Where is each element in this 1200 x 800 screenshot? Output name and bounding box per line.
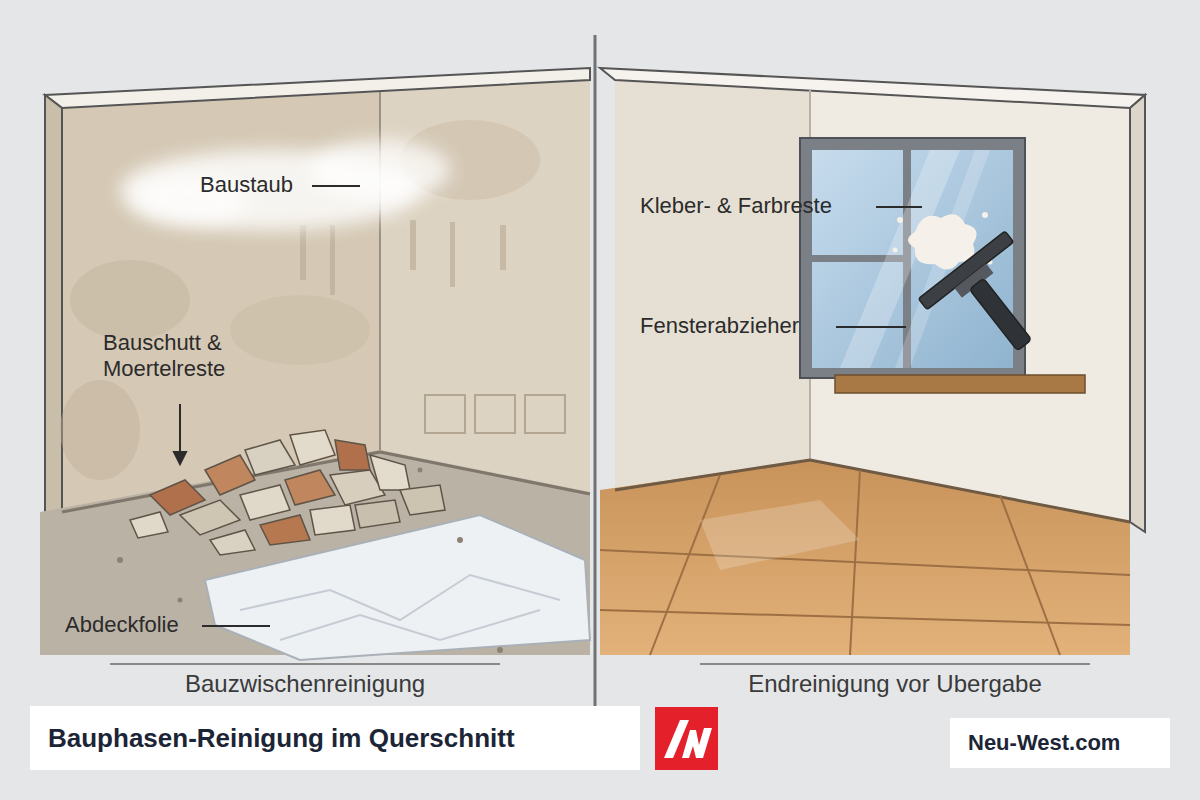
dirty-room-part [450, 222, 455, 287]
dirty-room-part [240, 575, 560, 620]
caption-rules-part [700, 663, 1090, 665]
clean-room-part [615, 460, 810, 490]
dirty-room-part-part [425, 395, 465, 433]
dirty-room-part [410, 220, 416, 270]
dirty-room-part [130, 430, 445, 555]
callout-label: Abdeckfolie [65, 612, 179, 638]
leader-lines-part [174, 452, 186, 464]
dirty-room-part [380, 80, 590, 494]
dirty-room-part-part [178, 598, 183, 603]
dirty-room-part [380, 452, 590, 494]
dirty-room-part [310, 140, 450, 200]
dirty-room-part-part [240, 485, 290, 520]
clean-room-part-part [982, 212, 988, 218]
dirty-room-part [45, 95, 62, 522]
caption-rules [110, 663, 1090, 665]
logo [655, 707, 718, 770]
dirty-room-part-part [260, 515, 310, 545]
callout-label: Baustaub [200, 172, 293, 198]
dirty-room-part [45, 68, 590, 108]
dirty-room-part-part [245, 440, 295, 475]
clean-room-part-part [897, 217, 903, 223]
brand-watermark: Neu-West.com [950, 718, 1170, 768]
dirty-room-part [330, 225, 335, 295]
dirty-room-part [500, 225, 506, 270]
dirty-room-part-part [130, 512, 168, 538]
leader-lines-part [876, 206, 922, 208]
dirty-room-part-part [525, 395, 565, 433]
dirty-room-part [425, 395, 565, 433]
clean-room-part-part [969, 278, 1031, 351]
dirty-room-part-part [210, 530, 255, 555]
dirty-room-part-part [355, 500, 400, 528]
divider [595, 35, 596, 712]
clean-room-part [800, 138, 1025, 378]
dirty-room-part-part [497, 647, 503, 653]
clean-room-part [600, 68, 1145, 108]
callout-label: Kleber- & Farbreste [640, 193, 832, 219]
clean-room-part [812, 150, 1013, 368]
logo-part [682, 728, 712, 758]
clean-room-part-part [850, 470, 860, 655]
leader-lines-part [202, 625, 270, 627]
dirty-room-part-part [370, 455, 410, 490]
dirty-room-part-part [290, 430, 335, 465]
title-banner: Bauphasen-Reinigung im Querschnitt [30, 706, 640, 770]
clean-room-part [600, 460, 1130, 655]
clean-room [600, 68, 1145, 655]
clean-room-part [700, 500, 860, 570]
dirty-room-part-part [285, 470, 335, 505]
clean-room-part [600, 470, 1130, 655]
dirty-room-part [230, 295, 370, 365]
dirty-room-part [300, 225, 306, 280]
leader-lines [174, 186, 922, 626]
dirty-room-part [60, 380, 140, 480]
clean-room-part-part [600, 550, 1130, 575]
leader-lines-part [836, 326, 906, 328]
dirty-room-part-part [310, 505, 355, 535]
callout-label: Fensterabzieher [640, 313, 799, 339]
dirty-room-part [70, 260, 190, 340]
dirty-room [40, 68, 590, 660]
dirty-room-part-part [418, 468, 423, 473]
callout-label: Bauschutt & Moertelreste [103, 330, 333, 383]
clean-room-part-part [893, 248, 898, 253]
dirty-room-part-part [400, 485, 445, 515]
logo-part [655, 707, 718, 770]
clean-room-part [835, 375, 1085, 393]
divider-part [594, 35, 597, 712]
dirty-room-part-part [180, 500, 240, 535]
clean-room-part [615, 80, 810, 490]
dirty-room-part-part [205, 455, 255, 495]
leader-lines-part [179, 404, 181, 455]
clean-room-part [810, 90, 1130, 522]
caption-rules-part [110, 663, 500, 665]
phase-caption: Bauzwischenreinigung [100, 670, 510, 699]
dirty-room-part-part [117, 557, 123, 563]
phase-caption: Endreinigung vor Ubergabe [680, 670, 1110, 699]
clean-room-part [918, 231, 1067, 379]
dirty-room-part [205, 515, 590, 660]
leader-lines-part [312, 185, 360, 187]
clean-room-part-part [650, 475, 720, 655]
dirty-room-part-part [457, 537, 463, 543]
clean-room-part [1130, 95, 1145, 532]
dirty-room-part-part [335, 440, 370, 470]
clean-room-part-part [600, 610, 1130, 625]
dirty-room-part-part [475, 395, 515, 433]
clean-room-part-part [1000, 495, 1060, 655]
dirty-room-part [280, 610, 540, 640]
